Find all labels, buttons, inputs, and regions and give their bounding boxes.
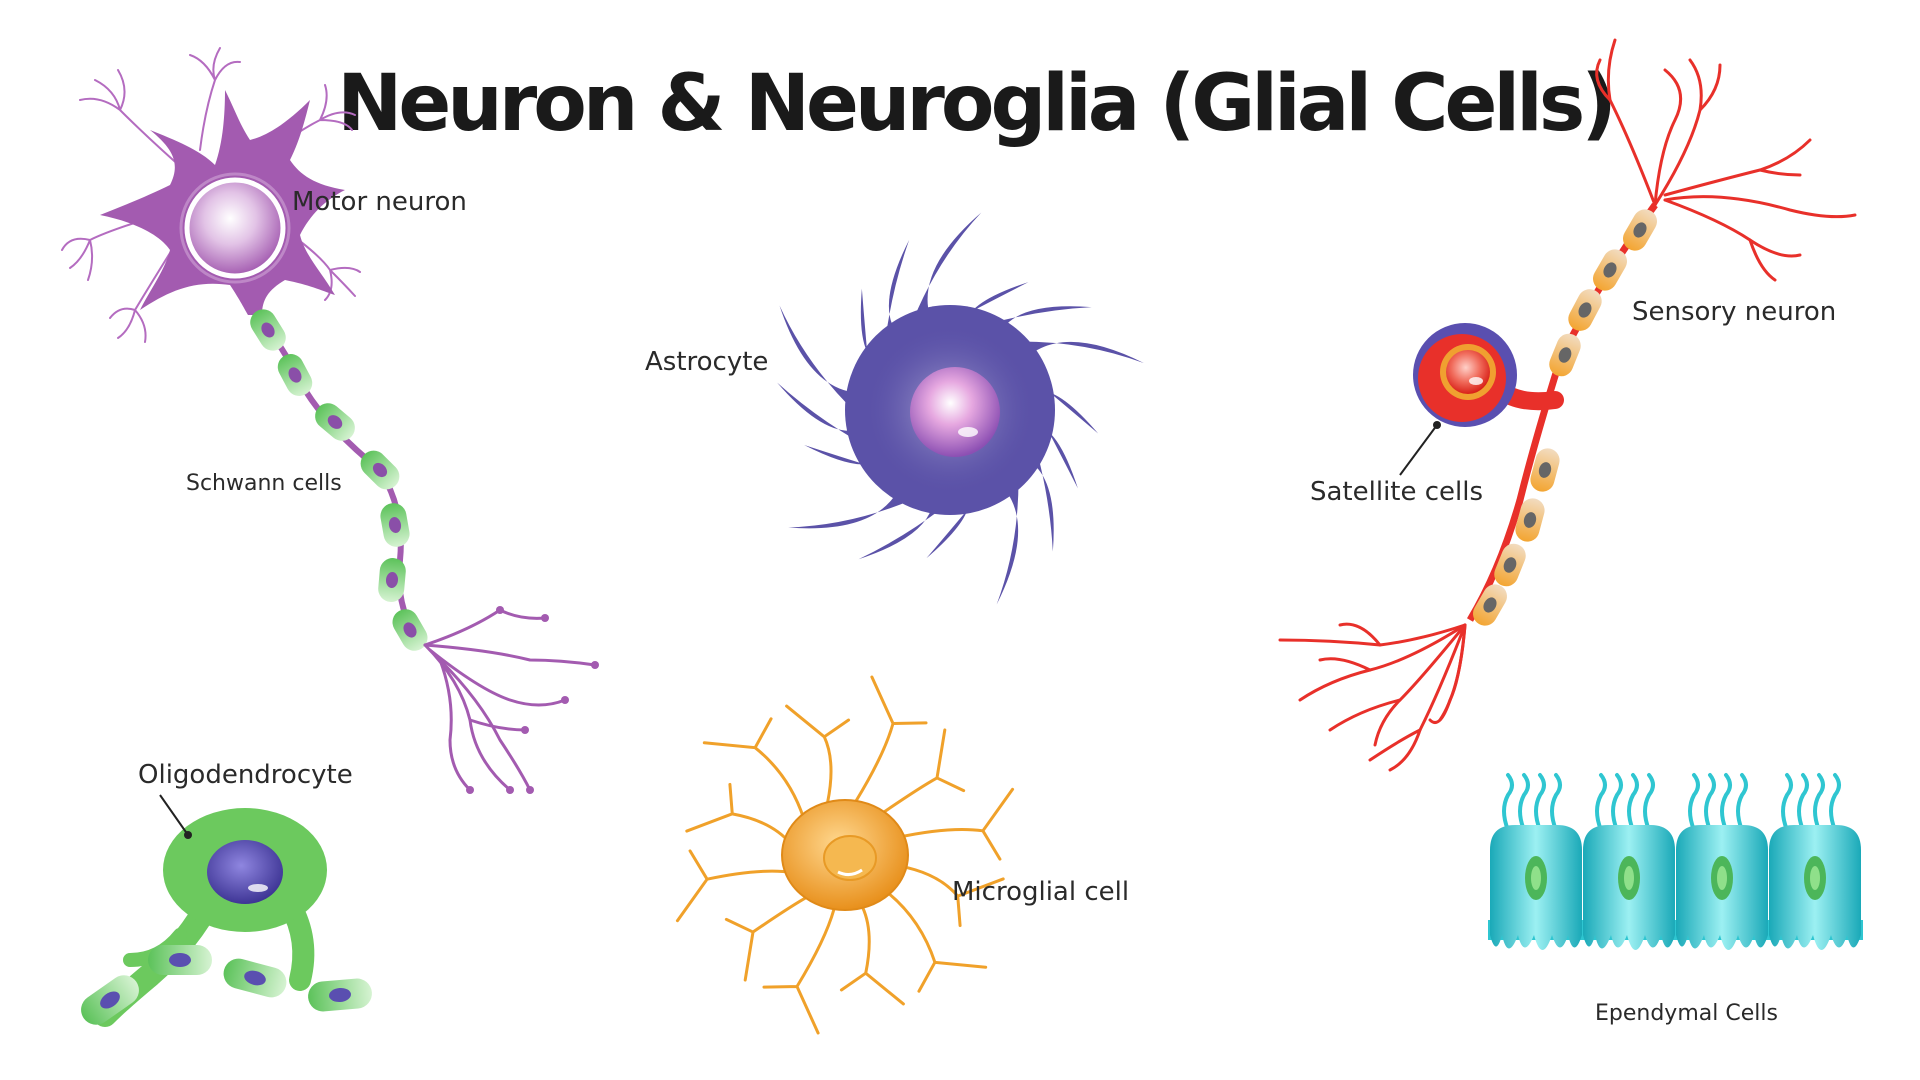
microglia-process bbox=[675, 849, 795, 923]
astrocyte bbox=[777, 212, 1145, 605]
microglia-process bbox=[762, 907, 836, 1035]
ependymal-cell bbox=[1769, 773, 1861, 950]
label-microglial-cell: Microglial cell bbox=[952, 877, 1129, 907]
motor-axon-terminals bbox=[423, 608, 597, 792]
ependymal-cell bbox=[1490, 773, 1582, 950]
ependymal-cell bbox=[1583, 773, 1675, 950]
sensory-neuron bbox=[1278, 38, 1857, 772]
microglia-process bbox=[854, 675, 928, 803]
label-sensory-neuron: Sensory neuron bbox=[1632, 297, 1836, 327]
microglia-process bbox=[839, 905, 905, 1006]
microglia-process bbox=[685, 782, 793, 846]
oligodendrocyte bbox=[81, 794, 372, 1027]
microglia-process bbox=[785, 704, 851, 805]
microglia-process bbox=[879, 728, 966, 816]
label-motor-neuron: Motor neuron bbox=[292, 187, 467, 217]
microglia-process bbox=[884, 889, 988, 993]
microglia-process bbox=[724, 894, 811, 982]
astrocyte-nucleus bbox=[910, 367, 1000, 457]
motor-neuron-nucleus bbox=[184, 177, 286, 279]
motor-neuron bbox=[61, 47, 599, 794]
label-ependymal-cells: Ependymal Cells bbox=[1595, 1001, 1778, 1026]
microglia-process bbox=[895, 787, 1015, 861]
ependymal-cell bbox=[1676, 773, 1768, 950]
label-astrocyte: Astrocyte bbox=[645, 347, 768, 377]
schwann-cells bbox=[250, 309, 428, 651]
microglial-cell bbox=[675, 675, 1015, 1035]
microglia-nucleus bbox=[823, 835, 877, 881]
sensory-myelin bbox=[1473, 209, 1657, 626]
label-satellite-cells: Satellite cells bbox=[1310, 477, 1483, 507]
label-schwann-cells: Schwann cells bbox=[186, 471, 342, 496]
ependymal-cells bbox=[1488, 773, 1863, 950]
microglia-process bbox=[702, 717, 806, 821]
label-oligodendrocyte: Oligodendrocyte bbox=[138, 760, 353, 790]
oligodendrocyte-nucleus bbox=[207, 840, 283, 904]
page-title: Neuron & Neuroglia (Glial Cells) bbox=[337, 59, 1613, 149]
